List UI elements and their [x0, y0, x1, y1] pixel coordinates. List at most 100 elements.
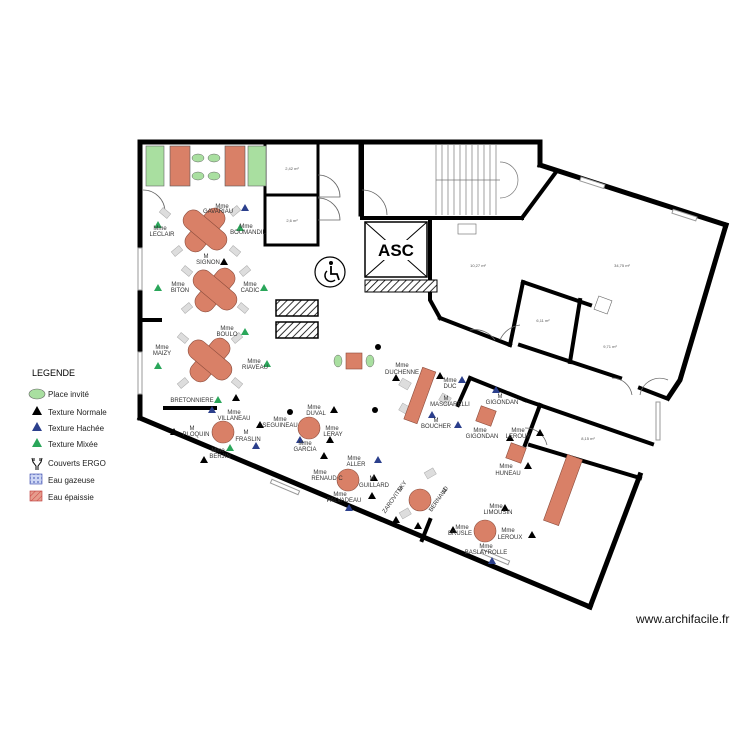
texture-normale-marker [368, 492, 376, 499]
resident-label: GUILLARD [359, 483, 390, 489]
top-left-tables [145, 145, 267, 187]
area-labels: 2,42 m² 2,6 m² 10,27 m² 34,75 m² 6,11 m²… [285, 166, 630, 441]
sink [457, 223, 477, 235]
texture-normale-marker [370, 474, 378, 481]
texture-mixee-marker [214, 396, 222, 403]
resident-label: MASCIARELLI [430, 402, 470, 408]
legend-item-label: Couverts ERGO [48, 459, 106, 468]
legend-item-label: Place invité [48, 390, 89, 399]
resident-label: Mme [211, 448, 225, 454]
resident-label: SIGNON [196, 260, 220, 266]
texture-normale-marker [506, 434, 514, 441]
resident-label: Mme [333, 492, 347, 498]
texture-hachee-marker [241, 204, 249, 211]
resident-label: DUCHENNE [385, 370, 419, 376]
resident-label: PALVADEAU [327, 498, 362, 504]
resident-label: Mme [155, 345, 169, 351]
resident-label: PLOQUIN [182, 432, 209, 438]
cross-table-3 [187, 337, 233, 383]
texture-normale-marker [528, 531, 536, 538]
cross-table-2 [192, 267, 238, 313]
elevator-label: ASC [378, 241, 414, 260]
resident-label: DUVAL [306, 411, 326, 417]
resident-label: FRASLIN [235, 437, 260, 443]
texture-mixee-marker [154, 284, 162, 291]
resident-label: LEROUX [506, 434, 531, 440]
texture-hachee-marker [492, 386, 500, 393]
pillar-top [275, 299, 319, 317]
resident-label: Mme [347, 456, 361, 462]
texture-mixee-marker [154, 362, 162, 369]
texture-hachee-marker [458, 376, 466, 383]
resident-label: BOUCHER [421, 424, 452, 430]
texture-normale-marker [536, 429, 544, 436]
legend-item-label: Texture Mixée [48, 440, 98, 449]
texture-markers [154, 204, 544, 564]
texture-normale-marker [524, 462, 532, 469]
texture-mixee-marker [226, 444, 234, 451]
wheelchair-icon [314, 256, 346, 288]
area-label-4: 34,75 m² [614, 263, 630, 268]
resident-label: Mme [313, 470, 327, 476]
resident-label: BASLAYROLLE [465, 550, 508, 556]
resident-label: BRETONNIERE [170, 398, 213, 404]
windows [137, 176, 698, 566]
resident-label: Mme [489, 504, 503, 510]
area-label-3: 10,27 m² [470, 263, 486, 268]
texture-normale-marker [220, 258, 228, 265]
resident-label: RIAVEAU [242, 365, 268, 371]
sink-2 [593, 295, 613, 315]
legend-title: LEGENDE [32, 368, 75, 378]
texture-normale-marker [501, 504, 509, 511]
staircase [435, 145, 519, 215]
resident-label: Mme [455, 525, 469, 531]
resident-label: Mme [443, 378, 457, 384]
resident-label: SEGUINEAU [262, 423, 297, 429]
texture-hachee-marker [488, 557, 496, 564]
resident-label: GIGONDAN [486, 400, 519, 406]
resident-label: Mme [220, 326, 234, 332]
elevator: ASC [364, 221, 438, 293]
texture-hachee-marker [374, 456, 382, 463]
resident-label: Mme [479, 544, 493, 550]
texture-normale-marker [436, 372, 444, 379]
resident-label: Mme [307, 405, 321, 411]
resident-label: Mme [247, 359, 261, 365]
resident-label: Mme [243, 282, 257, 288]
resident-label: M [444, 396, 449, 402]
texture-normale-marker [320, 452, 328, 459]
resident-label: M [244, 430, 249, 436]
texture-mixee-marker [241, 328, 249, 335]
resident-label: Mme [325, 426, 339, 432]
legend-item-label: Texture Normale [48, 408, 107, 417]
guest-seats [333, 354, 375, 368]
legend-item-label: Eau gazeuse [48, 476, 95, 485]
texture-normale-marker [392, 516, 400, 523]
texture-hachee-marker [428, 411, 436, 418]
resident-label: Mme [215, 204, 229, 210]
resident-label: BOUMANDIL [230, 230, 266, 236]
cross-table-1 [182, 207, 228, 253]
resident-label: MAIZY [153, 351, 171, 357]
sparkling-water-icon [29, 473, 43, 485]
area-label-6: 9,71 m² [603, 344, 617, 349]
resident-label: Mme [171, 282, 185, 288]
resident-label: HUNEAU [495, 471, 520, 477]
resident-label: Mme [273, 417, 287, 423]
texture-normale-marker [414, 522, 422, 529]
blue-triangle-icon [32, 422, 42, 431]
resident-label: Mme [511, 428, 525, 434]
resident-label: Mme [499, 464, 513, 470]
resident-label: M [498, 394, 503, 400]
area-label-5: 6,11 m² [536, 318, 550, 323]
texture-hachee-marker [208, 406, 216, 413]
walls [136, 139, 730, 611]
texture-hachee-marker [345, 504, 353, 511]
resident-label: LERAY [323, 432, 342, 438]
resident-label: VILLANEAU [217, 416, 250, 422]
legend-item-label: Eau épaissie [48, 493, 94, 502]
texture-hachee-marker [252, 442, 260, 449]
pillar-bottom [275, 321, 319, 339]
texture-normale-marker [170, 428, 178, 435]
poles [287, 344, 381, 415]
